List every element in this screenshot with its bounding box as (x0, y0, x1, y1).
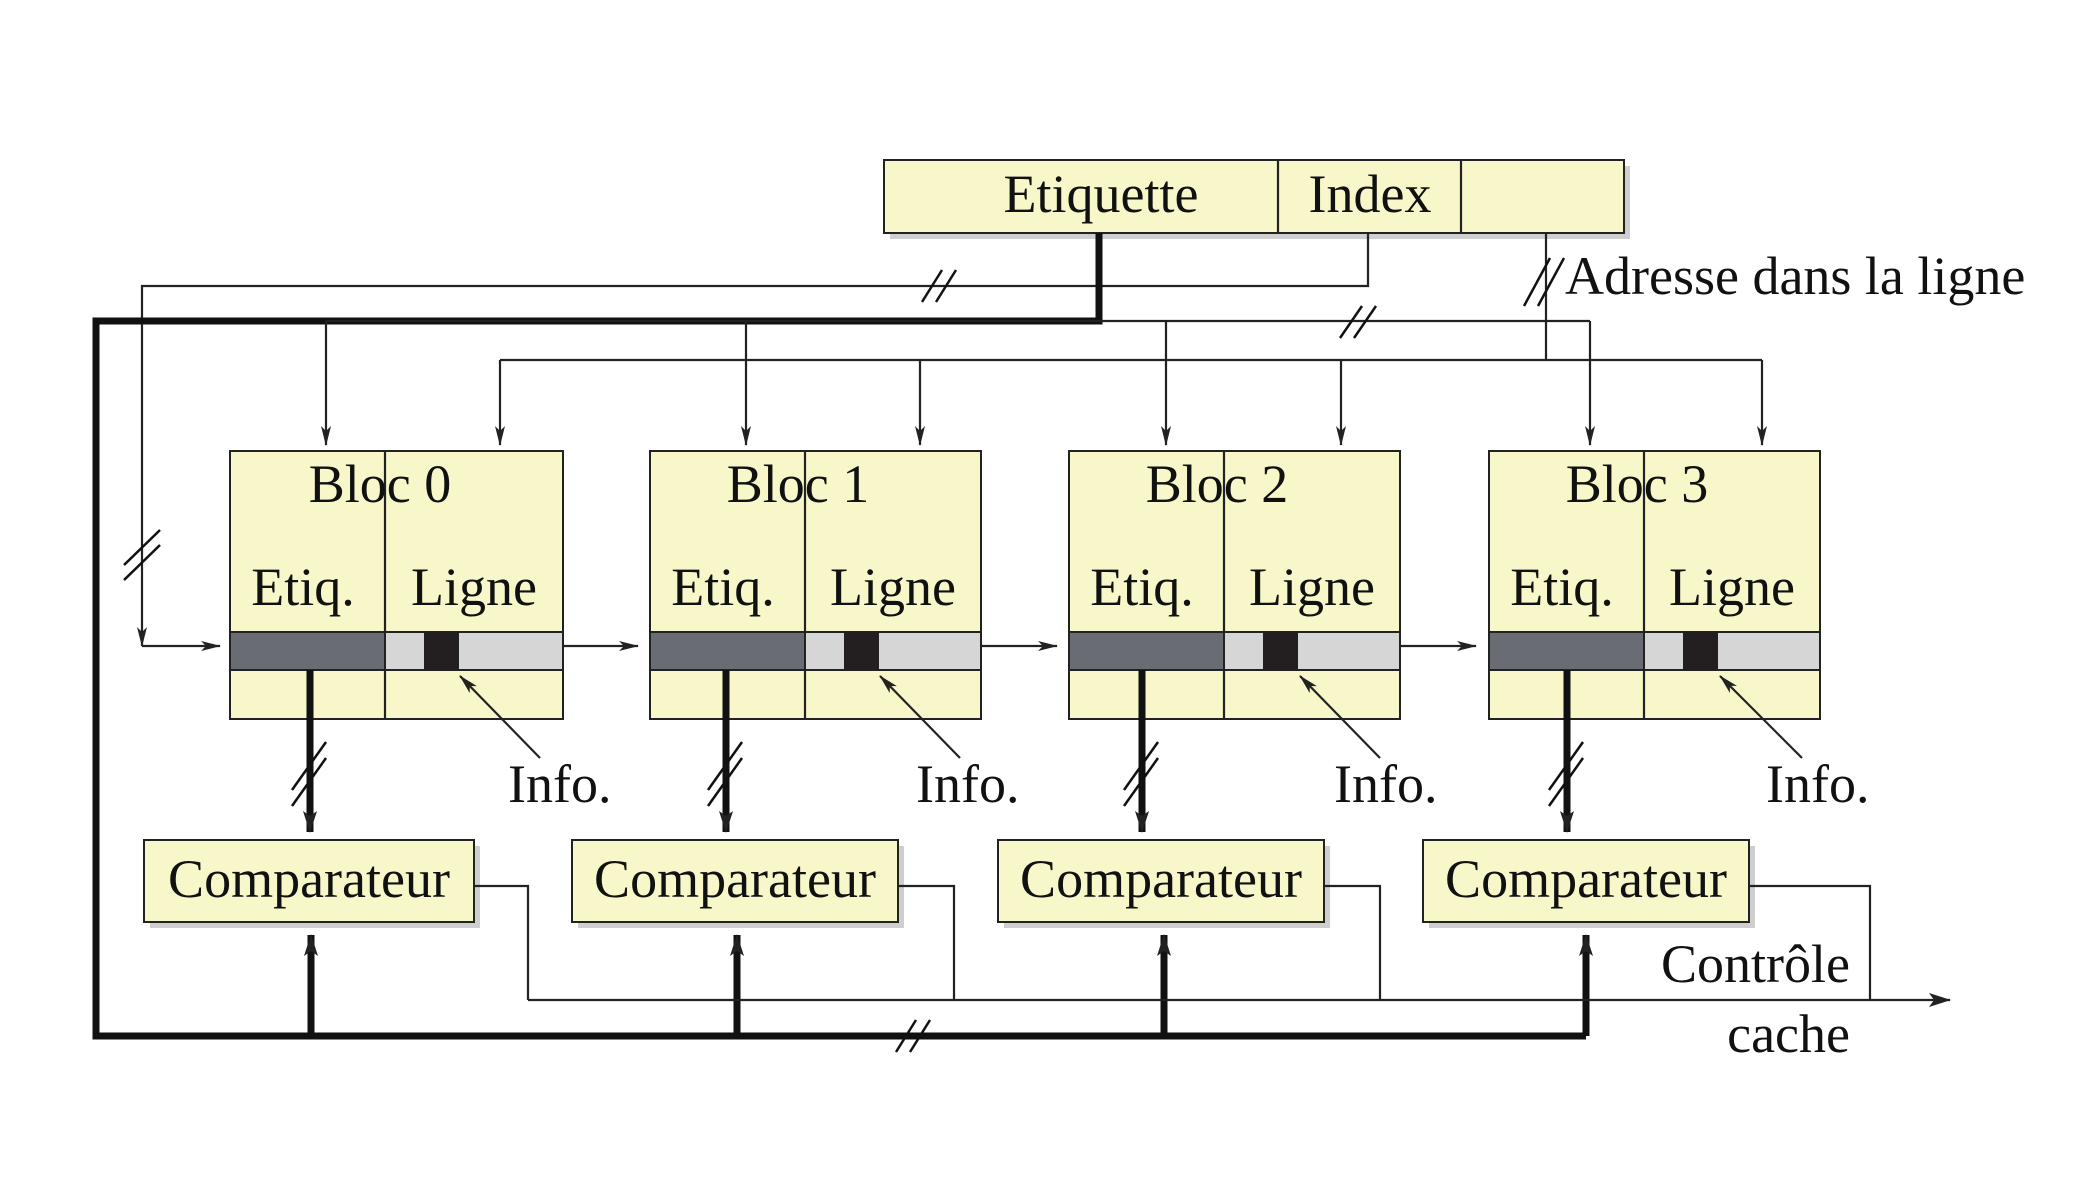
address-offset-label: Adresse dans la ligne (1565, 246, 2025, 306)
block-0: Bloc 0 Etiq. Ligne (229, 450, 564, 720)
comparator-3: Comparateur (1422, 839, 1755, 928)
tag-distribution (321, 305, 1595, 446)
address-index-field: Index (1309, 164, 1432, 224)
address-register: Etiquette Index (883, 159, 1630, 239)
comparator-label: Comparateur (1020, 849, 1302, 909)
info-label: Info. (916, 754, 1019, 814)
block-line-column-label: Ligne (1249, 557, 1375, 617)
comparator-label: Comparateur (594, 849, 876, 909)
block-title: Bloc 3 (1566, 454, 1709, 514)
info-label: Info. (1334, 754, 1437, 814)
index-bus (123, 233, 1477, 651)
comparator-0: Comparateur (143, 839, 480, 928)
info-label: Info. (508, 754, 611, 814)
comparator-label: Comparateur (1445, 849, 1727, 909)
comparator-2: Comparateur (997, 839, 1330, 928)
block-tag-column-label: Etiq. (1090, 557, 1194, 617)
block-1: Bloc 1 Etiq. Ligne (649, 450, 982, 720)
block-line-column-label: Ligne (411, 557, 537, 617)
block-3: Bloc 3 Etiq. Ligne (1488, 450, 1821, 720)
control-output (474, 884, 1951, 1007)
control-label-line1: Contrôle (1661, 934, 1850, 994)
info-label: Info. (1766, 754, 1869, 814)
comparator-1: Comparateur (571, 839, 904, 928)
control-label-line2: cache (1727, 1004, 1850, 1064)
block-title: Bloc 2 (1146, 454, 1289, 514)
comparator-label: Comparateur (168, 849, 450, 909)
block-tag-column-label: Etiq. (1510, 557, 1614, 617)
bus-to-comparator (304, 934, 1593, 1036)
block-tag-column-label: Etiq. (251, 557, 355, 617)
info-pointers: Info. Info. Info. Info. (459, 675, 1869, 814)
offset-bus (495, 233, 1767, 446)
address-tag-field: Etiquette (1004, 164, 1199, 224)
block-title: Bloc 1 (727, 454, 870, 514)
block-title: Bloc 0 (309, 454, 452, 514)
block-line-column-label: Ligne (830, 557, 956, 617)
block-tag-column-label: Etiq. (671, 557, 775, 617)
block-2: Bloc 2 Etiq. Ligne (1068, 450, 1401, 720)
block-line-column-label: Ligne (1669, 557, 1795, 617)
tag-bus (92, 233, 1586, 1053)
tag-to-comparator (290, 670, 1585, 833)
